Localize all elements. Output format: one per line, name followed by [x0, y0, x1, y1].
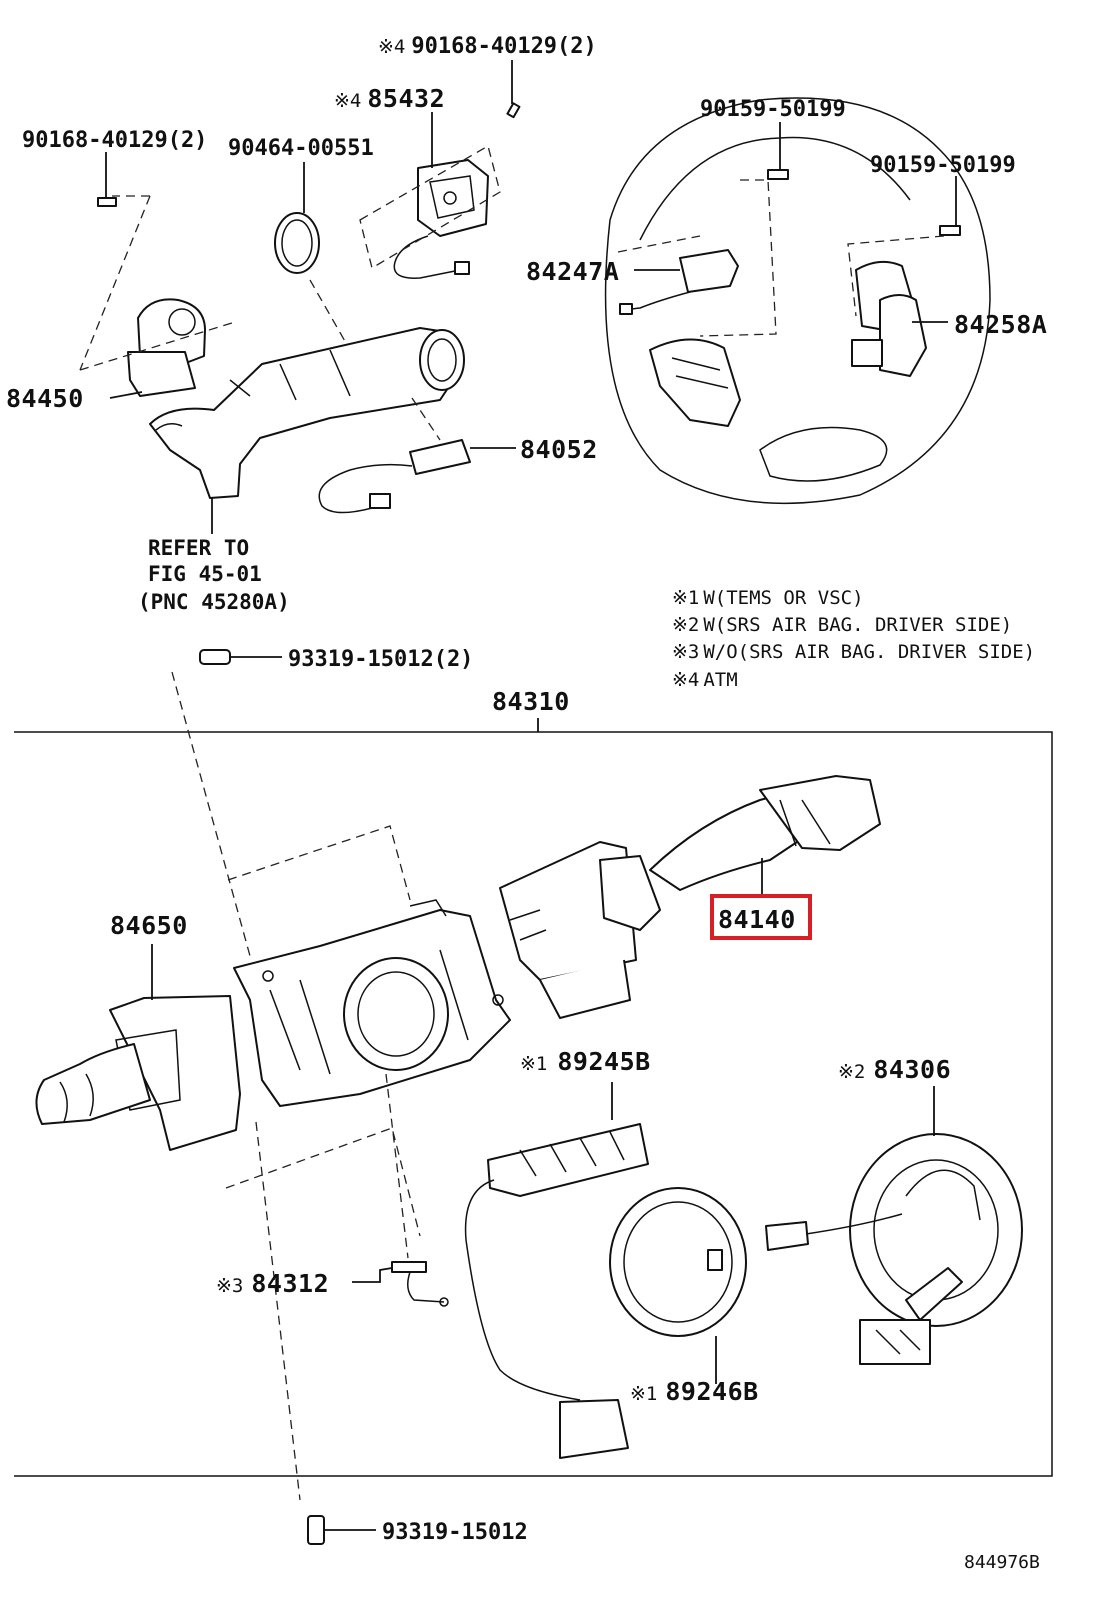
- column-tube-icon: [149, 327, 465, 499]
- bottom-screw-icon: [255, 1073, 409, 1545]
- harness-84052-icon: [318, 439, 516, 514]
- label-clamp: 90464-00551: [228, 136, 374, 161]
- label-lock-switch: 84450: [6, 384, 84, 413]
- assembly-screw-icon: [199, 649, 282, 665]
- wiper-switch-84650-icon: [35, 944, 241, 1151]
- wheel-screw-1-icon: [767, 122, 789, 180]
- steering-wheel-group: [604, 97, 991, 505]
- ground-wire-84312-icon: [225, 1127, 449, 1307]
- switch-84247a-icon: [619, 249, 741, 427]
- lock-switch-84450-icon: [109, 298, 206, 399]
- label-combo-assembly: 84310: [492, 687, 570, 716]
- label-bottom-screw: 93319-15012: [382, 1520, 528, 1545]
- highlight-box: [710, 894, 812, 940]
- label-wiper-switch: 84650: [110, 911, 188, 940]
- label-headlamp-switch: 84140: [718, 905, 796, 934]
- clamp-90464-icon: [274, 162, 320, 274]
- label-left-screw: 90168-40129(2): [22, 128, 207, 153]
- wheel-screw-2-icon: [939, 176, 961, 236]
- left-screw-icon: [97, 152, 117, 207]
- refer-line-3: (PNC 45280A): [138, 590, 290, 614]
- label-assembly-screws: 93319-15012(2): [288, 647, 473, 672]
- drawing-code: 844976B: [964, 1552, 1040, 1573]
- switch-84258a-icon: [851, 260, 948, 377]
- refer-note: REFER TO FIG 45-01 (PNC 45280A): [138, 536, 290, 614]
- label-switch-left: 84247A: [526, 257, 619, 286]
- label-wheel-screw-1: 90159-50199: [700, 97, 846, 122]
- top-screw-icon: [506, 60, 521, 119]
- headlamp-switch-84140-icon: [499, 775, 881, 1019]
- label-switch-right: 84258A: [954, 310, 1047, 339]
- combo-assembly-group: [14, 649, 1053, 1545]
- switch-body-icon: [233, 899, 511, 1107]
- refer-line-2: FIG 45-01: [148, 562, 262, 586]
- label-harness: 84052: [520, 435, 598, 464]
- spiral-cable-84306-icon: [765, 1086, 1023, 1365]
- ring-89246b-icon: [609, 1187, 747, 1384]
- steering-column-group: [79, 60, 521, 534]
- bracket-85432-icon: [393, 112, 489, 279]
- refer-line-1: REFER TO: [148, 536, 249, 560]
- sensor-89245b-icon: [464, 1082, 649, 1459]
- label-wheel-screw-2: 90159-50199: [870, 153, 1016, 178]
